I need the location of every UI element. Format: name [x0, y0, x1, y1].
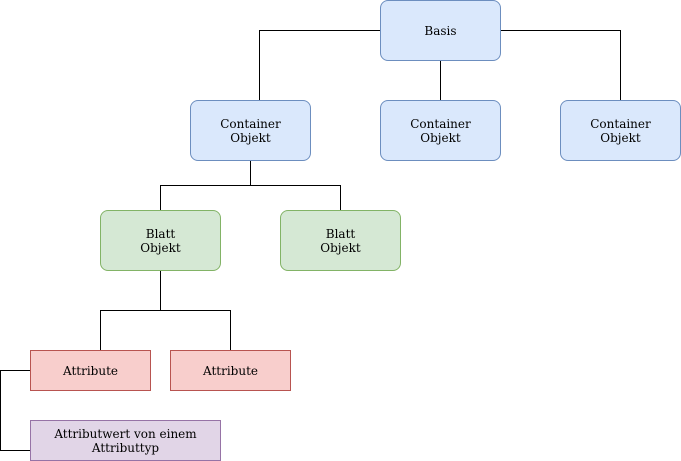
- container-object-label-2: Container Objekt: [410, 116, 471, 145]
- connector-basis-to-container-3: [500, 30, 621, 101]
- connector-container-to-blatt-1: [160, 160, 251, 211]
- connector-blatt-to-attribute-1: [100, 270, 161, 351]
- attribute-label-2: Attribute: [202, 363, 258, 378]
- connector-attribute-to-attributwert: [0, 370, 31, 451]
- attribute-value-node[interactable]: Attributwert von einem Attributtyp: [30, 420, 221, 461]
- leaf-object-label-1: Blatt Objekt: [140, 226, 181, 255]
- connector-basis-to-container-1: [259, 30, 381, 101]
- container-object-node-2[interactable]: Container Objekt: [380, 100, 501, 161]
- container-object-label-1: Container Objekt: [220, 116, 281, 145]
- container-object-node-3[interactable]: Container Objekt: [560, 100, 681, 161]
- basis-label: Basis: [424, 23, 457, 38]
- connector-blatt-to-attribute-2: [160, 310, 231, 351]
- basis-node[interactable]: Basis: [380, 0, 501, 61]
- attribute-node-2[interactable]: Attribute: [170, 350, 291, 391]
- attribute-label-1: Attribute: [62, 363, 118, 378]
- container-object-label-3: Container Objekt: [590, 116, 651, 145]
- attribute-node-1[interactable]: Attribute: [30, 350, 151, 391]
- attribute-value-label: Attributwert von einem Attributtyp: [54, 426, 197, 455]
- container-object-node-1[interactable]: Container Objekt: [190, 100, 311, 161]
- leaf-object-node-1[interactable]: Blatt Objekt: [100, 210, 221, 271]
- connector-container-to-blatt-2: [250, 185, 341, 211]
- leaf-object-node-2[interactable]: Blatt Objekt: [280, 210, 401, 271]
- leaf-object-label-2: Blatt Objekt: [320, 226, 361, 255]
